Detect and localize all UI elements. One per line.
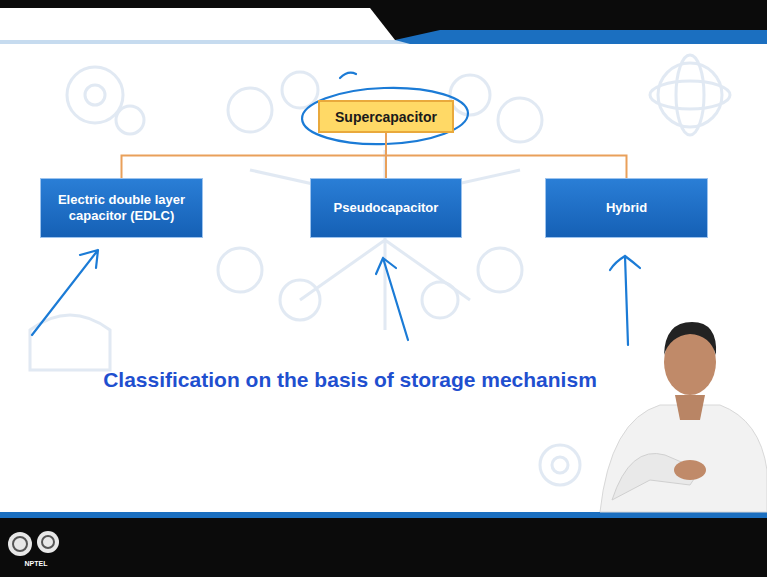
category-box: Electric double layer capacitor (EDLC) (40, 178, 203, 238)
box-label: Electric double layer capacitor (EDLC) (49, 192, 194, 225)
tree-connector (386, 133, 627, 178)
tree-connector (122, 133, 387, 178)
box-label: Pseudocapacitor (334, 200, 439, 216)
box-label: Supercapacitor (335, 109, 437, 125)
presenter (600, 322, 767, 512)
root-box: Supercapacitor (318, 100, 454, 133)
category-box: Pseudocapacitor (310, 178, 462, 238)
logo-text: NPTEL (6, 560, 66, 567)
box-label: Hybrid (606, 200, 647, 216)
institute-logos (8, 531, 59, 556)
category-box: Hybrid (545, 178, 708, 238)
slide-caption: Classification on the basis of storage m… (50, 368, 650, 392)
